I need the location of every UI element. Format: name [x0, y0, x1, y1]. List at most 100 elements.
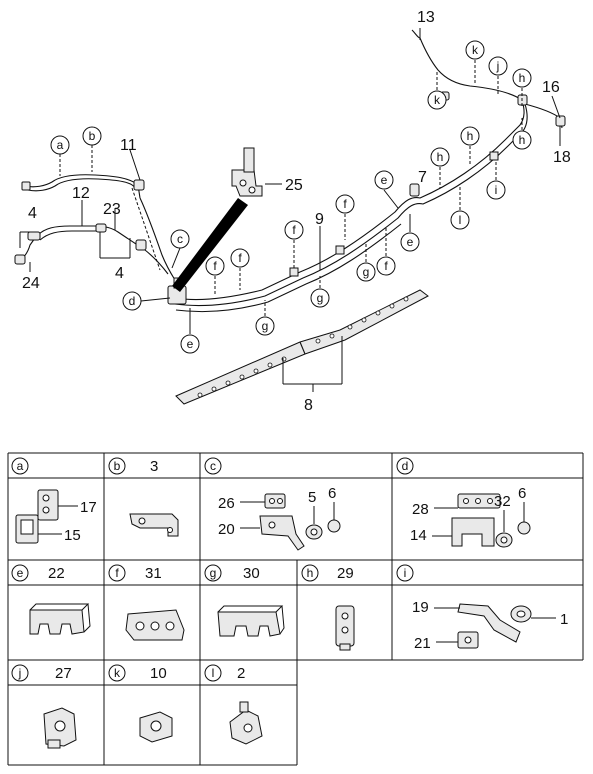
part-label-14: 14	[410, 527, 427, 544]
part-clip-f	[125, 609, 185, 641]
bracket-holes	[197, 296, 409, 398]
svg-text:g: g	[262, 319, 269, 333]
pipe-assembly-drawing	[14, 29, 566, 405]
letter-f-callout-2: f	[230, 248, 250, 268]
part-label-1: 1	[560, 611, 568, 628]
letter-h-callout-3: h	[512, 68, 532, 88]
part-label-6-d: 6	[518, 485, 526, 502]
svg-text:g: g	[317, 291, 324, 305]
svg-text:i: i	[495, 183, 498, 197]
cell-g-header: g	[204, 564, 222, 582]
part-label-19: 19	[412, 599, 429, 616]
letter-f-callout-5: f	[376, 256, 396, 276]
cell-j-number: 27	[55, 665, 72, 682]
letter-g-callout-2: g	[310, 288, 330, 308]
part-clip-a: 17 15	[15, 489, 97, 544]
cell-e-header: e	[11, 564, 29, 582]
cell-e-number: 22	[48, 565, 65, 582]
letter-f-callout-3: f	[284, 220, 304, 240]
leader-lines	[19, 28, 561, 392]
cell-b-number: 3	[150, 458, 158, 475]
svg-text:l: l	[212, 666, 215, 680]
letter-l-callout: l	[450, 210, 470, 230]
svg-text:d: d	[402, 459, 409, 473]
letter-k-callout-2: k	[427, 90, 447, 110]
callout-12: 12	[72, 185, 90, 202]
callout-4-bottom: 4	[115, 265, 124, 282]
part-clip-k	[139, 711, 173, 743]
svg-text:i: i	[404, 566, 407, 580]
letter-h-callout-1: h	[430, 147, 450, 167]
letter-j-callout: j	[488, 56, 508, 76]
svg-text:c: c	[210, 459, 216, 473]
callout-8: 8	[304, 397, 313, 414]
callout-16: 16	[542, 79, 560, 96]
svg-text:g: g	[210, 566, 217, 580]
svg-text:h: h	[519, 133, 526, 147]
svg-text:f: f	[384, 259, 388, 273]
part-label-20: 20	[218, 521, 235, 538]
part-clip-c: 26 5 6 20	[218, 485, 341, 551]
callout-7: 7	[418, 169, 427, 186]
part-label-32: 32	[494, 493, 511, 510]
svg-text:b: b	[89, 129, 96, 143]
svg-text:j: j	[496, 59, 500, 73]
part-label-15: 15	[64, 527, 81, 544]
cell-a-header: a	[11, 457, 29, 475]
letter-e-callout-right: e	[400, 232, 420, 252]
letter-k-callout-1: k	[465, 40, 485, 60]
cell-k-header: k	[108, 664, 126, 682]
part-label-21: 21	[414, 635, 431, 652]
cell-l-number: 2	[237, 665, 245, 682]
callout-25: 25	[285, 177, 303, 194]
cell-b-header: b	[108, 457, 126, 475]
svg-text:f: f	[292, 223, 296, 237]
svg-text:e: e	[187, 337, 194, 351]
svg-text:k: k	[472, 43, 479, 57]
svg-text:h: h	[307, 566, 314, 580]
letter-f-callout-1: f	[205, 256, 225, 276]
svg-text:f: f	[238, 251, 242, 265]
part-bracket-b	[129, 513, 179, 537]
svg-text:f: f	[343, 197, 347, 211]
parts-table: a b 3 c d e 22 f 31 g 30 h 29 i j 27 k 1…	[7, 452, 584, 766]
cell-j-header: j	[11, 664, 29, 682]
svg-text:l: l	[459, 213, 462, 227]
letter-b-callout: b	[82, 126, 102, 146]
letter-c-callout: c	[170, 229, 190, 249]
letter-h-callout-2: h	[460, 126, 480, 146]
letter-e-callout-left: e	[180, 334, 200, 354]
part-label-28: 28	[412, 501, 429, 518]
svg-text:f: f	[213, 259, 217, 273]
letter-h-callout-4: h	[512, 130, 532, 150]
part-bracket-i: 19 1 21	[412, 599, 568, 652]
callout-23: 23	[103, 201, 121, 218]
letter-g-callout-3: g	[356, 262, 376, 282]
svg-text:c: c	[177, 232, 183, 246]
part-label-5: 5	[308, 489, 316, 506]
svg-text:e: e	[17, 566, 24, 580]
part-clip-j	[43, 707, 77, 749]
part-clip-h	[335, 605, 355, 651]
letter-a-callout: a	[50, 135, 70, 155]
cell-f-header: f	[108, 564, 126, 582]
svg-text:g: g	[363, 265, 370, 279]
callout-13: 13	[417, 9, 435, 26]
part-label-6-c: 6	[328, 485, 336, 502]
cell-i-header: i	[396, 564, 414, 582]
letter-g-callout-1: g	[255, 316, 275, 336]
letter-e-callout-mid: e	[374, 170, 394, 190]
svg-text:h: h	[437, 150, 444, 164]
svg-text:j: j	[18, 666, 22, 680]
svg-text:e: e	[381, 173, 388, 187]
cell-h-header: h	[301, 564, 319, 582]
callout-numbers: 13 11 12 23 4 4 24 25 9 7 16 18 8	[22, 9, 571, 414]
callout-24: 24	[22, 275, 40, 292]
cell-c-header: c	[204, 457, 222, 475]
cell-l-header: l	[204, 664, 222, 682]
letter-f-callout-4: f	[335, 194, 355, 214]
cell-h-number: 29	[337, 565, 354, 582]
svg-text:a: a	[57, 138, 64, 152]
part-clip-l	[229, 701, 263, 745]
